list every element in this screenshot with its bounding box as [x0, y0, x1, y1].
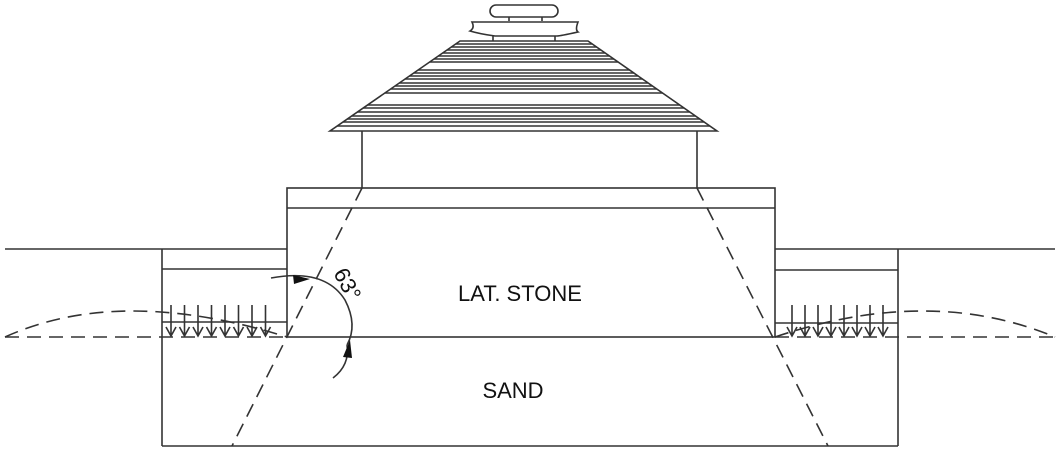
down-arrow-icon	[192, 305, 204, 338]
down-arrow-icon	[178, 305, 191, 338]
down-arrow-icon	[864, 305, 876, 338]
pavilion-walls	[361, 131, 698, 188]
left-ground	[5, 248, 287, 446]
plinth	[286, 187, 776, 338]
right-ground	[775, 248, 1055, 446]
dashed-lines	[4, 187, 1056, 447]
sand-label: SAND	[482, 378, 543, 403]
arrowhead-icon	[293, 275, 310, 284]
arrowhead-icon	[343, 340, 352, 358]
load-spread-right	[696, 187, 829, 447]
down-arrow-icon	[165, 305, 177, 338]
down-arrow-icon	[259, 305, 272, 338]
angle-label: 63°	[329, 264, 367, 305]
load-spread-left	[231, 187, 363, 447]
angle-indicator: 63°	[270, 264, 367, 379]
down-arrow-icon	[219, 305, 231, 338]
down-arrow-icon	[205, 305, 218, 338]
down-arrow-icon	[799, 305, 811, 338]
roof-finial	[468, 4, 581, 41]
down-arrow-icon	[232, 305, 245, 338]
down-arrow-icon	[246, 305, 258, 338]
down-arrow-icon	[812, 305, 824, 338]
load-arrows	[165, 305, 889, 338]
down-arrow-icon	[825, 305, 837, 338]
lat-stone-label: LAT. STONE	[458, 281, 582, 306]
down-arrow-icon	[851, 305, 863, 338]
down-arrow-icon	[877, 305, 889, 338]
roof	[327, 40, 720, 132]
down-arrow-icon	[786, 305, 798, 338]
down-arrow-icon	[838, 305, 850, 338]
